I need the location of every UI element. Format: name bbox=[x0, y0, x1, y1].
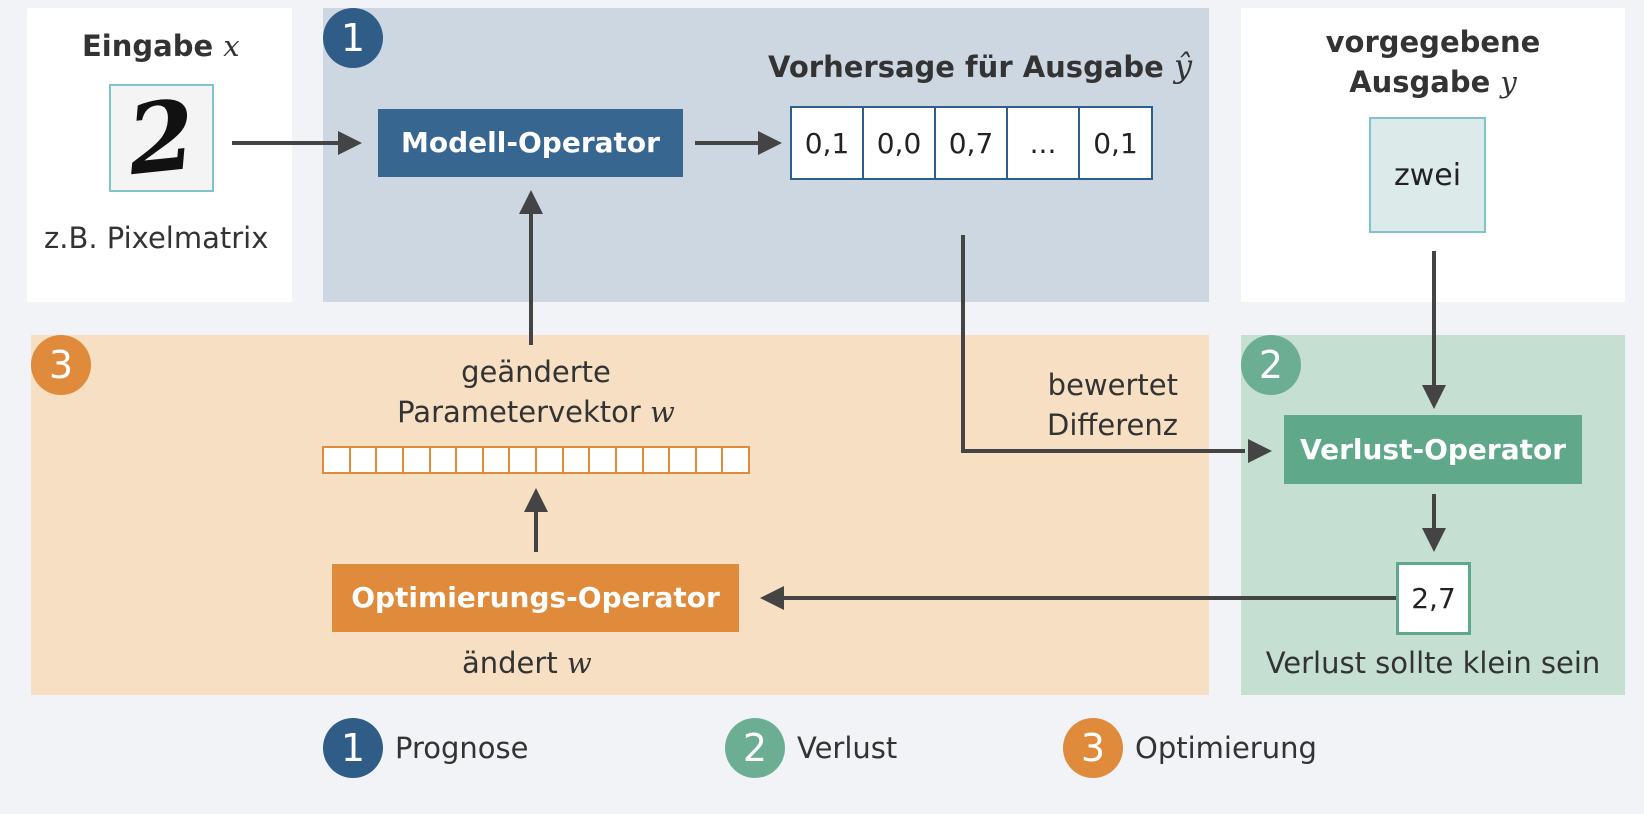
target-value: zwei bbox=[1393, 157, 1462, 193]
legend-label-prognose: Prognose bbox=[395, 731, 529, 765]
param-cell bbox=[723, 448, 748, 472]
param-cell bbox=[564, 448, 591, 472]
loss-operator-box: Verlust-Operator bbox=[1284, 415, 1582, 484]
target-value-box: zwei bbox=[1369, 117, 1486, 233]
difference-line2: Differenz bbox=[1047, 408, 1178, 442]
model-operator-box: Modell-Operator bbox=[378, 109, 683, 177]
badge-verlust: 2 bbox=[1241, 335, 1301, 395]
param-cell bbox=[617, 448, 644, 472]
legend-badge-prognose: 1 bbox=[323, 718, 383, 778]
difference-line1: bewertet bbox=[1047, 368, 1178, 402]
param-cell bbox=[324, 448, 351, 472]
badge-prognose: 1 bbox=[323, 8, 383, 68]
param-cell bbox=[590, 448, 617, 472]
input-caption: z.B. Pixelmatrix bbox=[44, 221, 269, 255]
target-title: vorgegebene Ausgabe y bbox=[1241, 22, 1625, 102]
param-cell bbox=[431, 448, 458, 472]
loss-value-box: 2,7 bbox=[1396, 562, 1471, 635]
param-cell bbox=[377, 448, 404, 472]
legend-label-optimierung: Optimierung bbox=[1135, 731, 1317, 765]
optimizer-caption: ändert w bbox=[462, 646, 592, 680]
param-vector-label: geänderte Parametervektor w bbox=[331, 352, 741, 432]
arrow-prediction-to-loss bbox=[961, 235, 1245, 453]
param-label-line1: geänderte bbox=[461, 355, 611, 389]
param-label-line2: Parametervektor w bbox=[397, 395, 675, 429]
param-vector bbox=[322, 446, 750, 474]
digit-image: 2 bbox=[109, 77, 214, 198]
optimierung-panel bbox=[31, 335, 1209, 695]
param-cell bbox=[351, 448, 378, 472]
param-cell bbox=[644, 448, 671, 472]
difference-label: bewertet Differenz bbox=[1000, 365, 1178, 445]
prediction-cell: 0,1 bbox=[1093, 126, 1138, 160]
param-cell bbox=[484, 448, 511, 472]
input-title: Eingabe x bbox=[82, 29, 240, 63]
legend: 1 Prognose 2 Verlust 3 Optimierung bbox=[0, 718, 1644, 778]
badge-optimierung: 3 bbox=[31, 335, 91, 395]
digit-glyph: 2 bbox=[122, 77, 201, 198]
loss-caption: Verlust sollte klein sein bbox=[1265, 646, 1601, 680]
param-cell bbox=[457, 448, 484, 472]
prediction-cell: ... bbox=[1008, 108, 1080, 178]
prediction-vector: 0,1 0,0 0,7 ... 0,1 bbox=[790, 106, 1153, 180]
param-cell bbox=[537, 448, 564, 472]
prediction-cell: 0,1 bbox=[792, 108, 864, 178]
target-title-line2: Ausgabe y bbox=[1349, 65, 1517, 99]
optimizer-operator-box: Optimierungs-Operator bbox=[332, 564, 739, 632]
legend-label-verlust: Verlust bbox=[797, 731, 898, 765]
target-title-line1: vorgegebene bbox=[1325, 25, 1541, 59]
prediction-title: Vorhersage für Ausgabe ŷ bbox=[768, 47, 1193, 85]
prediction-cell: 0,0 bbox=[864, 108, 936, 178]
legend-badge-verlust: 2 bbox=[725, 718, 785, 778]
param-cell bbox=[697, 448, 724, 472]
param-cell bbox=[670, 448, 697, 472]
prediction-cell: 0,7 bbox=[936, 108, 1008, 178]
legend-badge-optimierung: 3 bbox=[1063, 718, 1123, 778]
param-cell bbox=[510, 448, 537, 472]
loss-value: 2,7 bbox=[1411, 582, 1456, 615]
param-cell bbox=[404, 448, 431, 472]
